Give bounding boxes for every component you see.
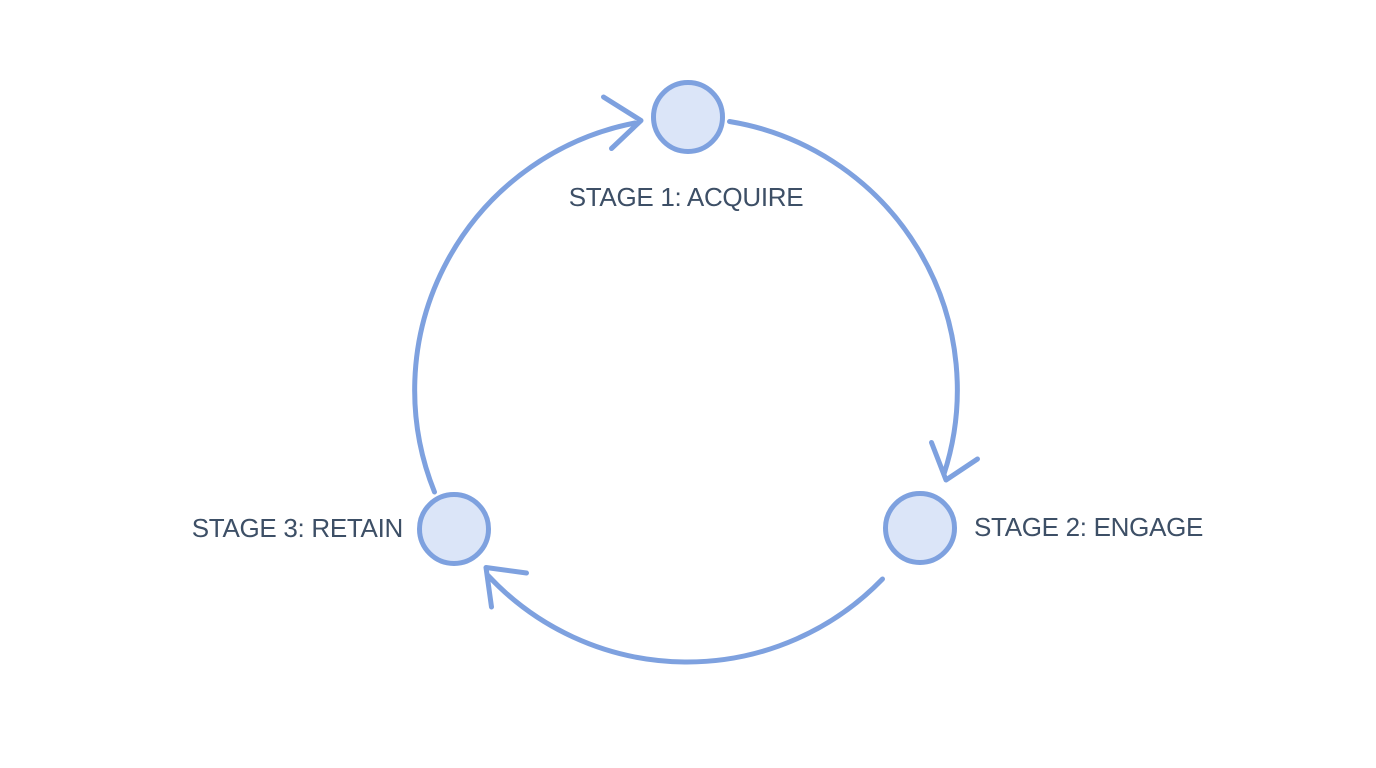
stage-3-label: STAGE 3: RETAIN <box>192 513 403 543</box>
stage-1-node <box>651 80 725 154</box>
arrowhead-stage1-icon <box>601 94 644 151</box>
stage-3-node <box>417 492 491 566</box>
arrowhead-stage3-icon <box>483 565 529 610</box>
arrow-stage3-to-stage1 <box>412 120 638 495</box>
arrow-stage1-to-stage2 <box>727 119 960 477</box>
arrow-stage2-to-stage3 <box>485 573 885 665</box>
stage-2-label: STAGE 2: ENGAGE <box>974 512 1203 542</box>
stage-1-label: STAGE 1: ACQUIRE <box>569 182 804 212</box>
stage-2-node <box>883 491 957 565</box>
arrowhead-stage2-icon <box>929 440 980 483</box>
